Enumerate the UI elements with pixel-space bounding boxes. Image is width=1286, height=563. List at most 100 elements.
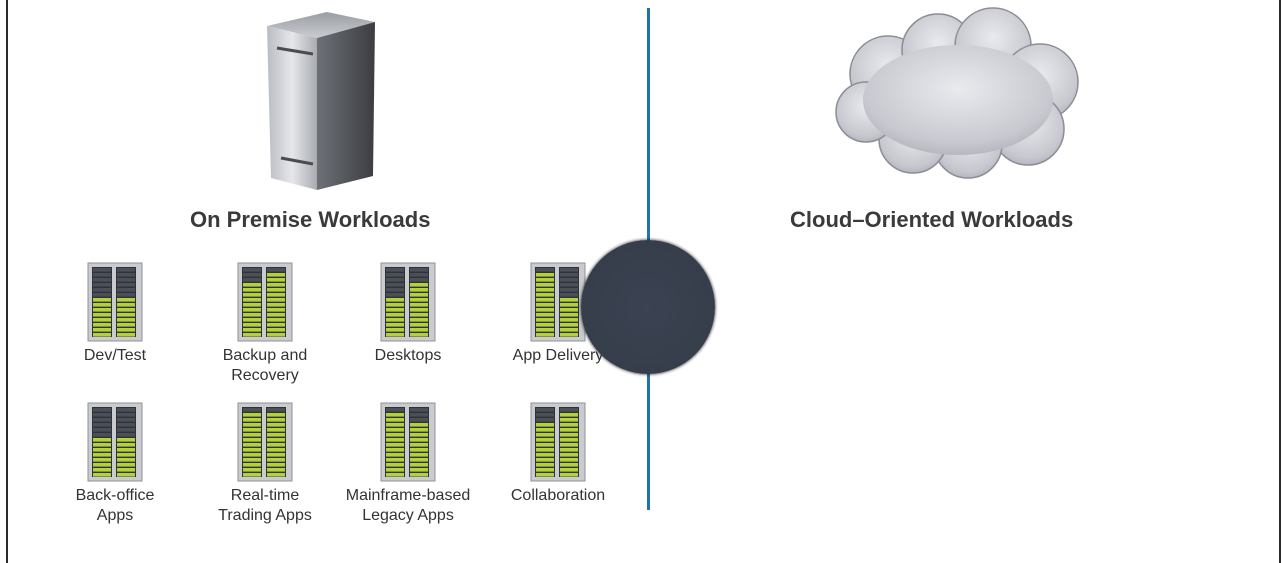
rack-slot-idle (93, 428, 111, 432)
rack-slot-idle (117, 288, 135, 292)
rack-slot-active (536, 453, 554, 457)
rack-slot-active (560, 313, 578, 317)
workload-label: Collaboration (510, 487, 606, 504)
rack-slot-active (267, 273, 285, 277)
rack-slot-active (536, 288, 554, 292)
rack-slot-active (410, 298, 428, 302)
rack-slot-active (410, 433, 428, 437)
frame-left-border (6, 0, 8, 563)
rack-slot-active (560, 453, 578, 457)
rack-slot-active (560, 333, 578, 337)
rack-slot-active (560, 318, 578, 322)
rack-slot-active (536, 473, 554, 477)
rack-slot-active (560, 423, 578, 427)
rack-slot-idle (117, 268, 135, 272)
rack-slot-active (267, 448, 285, 452)
rack-slot-idle (560, 293, 578, 297)
rack-slot-idle (560, 273, 578, 277)
rack-slot-active (243, 303, 261, 307)
rack-slot-idle (410, 418, 428, 422)
rack-slot-idle (243, 268, 261, 272)
rack-slot-active (386, 458, 404, 462)
rack-slot-active (243, 288, 261, 292)
rack-slot-idle (410, 273, 428, 277)
rack-slot-active (560, 298, 578, 302)
rack-slot-active (267, 298, 285, 302)
rack-slot-idle (93, 418, 111, 422)
rack-slot-active (243, 473, 261, 477)
rack-slot-active (560, 448, 578, 452)
rack-slot-active (536, 438, 554, 442)
rack-slot-active (267, 438, 285, 442)
rack-slot-idle (117, 423, 135, 427)
rack-slot-active (243, 453, 261, 457)
rack-slot-idle (386, 273, 404, 277)
rack-slot-active (386, 428, 404, 432)
workload-item: App Delivery (493, 262, 623, 366)
rack-slot-active (117, 333, 135, 337)
frame-right-border (1279, 0, 1281, 563)
rack-slot-idle (117, 278, 135, 282)
rack-slot-active (243, 283, 261, 287)
rack-slot-active (243, 428, 261, 432)
rack-slot-active (410, 448, 428, 452)
rack-slot-idle (267, 268, 285, 272)
server-rack-icon (530, 262, 586, 342)
rack-slot-idle (536, 413, 554, 417)
rack-slot-active (267, 278, 285, 282)
server-rack-icon (87, 262, 143, 342)
rack-slot-active (536, 433, 554, 437)
rack-slot-active (93, 453, 111, 457)
rack-slot-active (117, 438, 135, 442)
workload-label: Back-office Apps (75, 487, 155, 524)
server-rack-icon (380, 402, 436, 482)
rack-slot-active (410, 423, 428, 427)
rack-slot-active (560, 428, 578, 432)
rack-slot-active (117, 458, 135, 462)
rack-slot-active (536, 303, 554, 307)
workload-item: Collaboration (493, 402, 623, 506)
rack-slot-active (243, 413, 261, 417)
rack-slot-active (93, 473, 111, 477)
rack-slot-idle (560, 283, 578, 287)
rack-slot-active (560, 468, 578, 472)
rack-slot-idle (93, 413, 111, 417)
rack-slot-active (267, 453, 285, 457)
rack-slot-active (267, 433, 285, 437)
rack-slot-active (243, 468, 261, 472)
workload-label: Real-time Trading Apps (218, 487, 312, 524)
on-premise-heading: On Premise Workloads (190, 207, 431, 232)
rack-slot-active (93, 438, 111, 442)
rack-slot-idle (410, 413, 428, 417)
rack-slot-active (536, 468, 554, 472)
rack-slot-active (386, 463, 404, 467)
rack-slot-active (267, 333, 285, 337)
rack-slot-idle (93, 278, 111, 282)
rack-slot-active (386, 443, 404, 447)
rack-slot-active (386, 323, 404, 327)
rack-slot-active (536, 428, 554, 432)
rack-slot-active (243, 293, 261, 297)
rack-slot-active (536, 463, 554, 467)
rack-slot-active (410, 463, 428, 467)
rack-slot-active (117, 323, 135, 327)
rack-slot-active (243, 318, 261, 322)
rack-slot-idle (117, 428, 135, 432)
rack-slot-idle (560, 288, 578, 292)
rack-slot-active (93, 458, 111, 462)
rack-slot-active (410, 323, 428, 327)
rack-slot-active (536, 273, 554, 277)
rack-slot-active (536, 283, 554, 287)
rack-slot-active (560, 418, 578, 422)
rack-slot-active (267, 473, 285, 477)
rack-slot-active (536, 443, 554, 447)
rack-slot-active (93, 468, 111, 472)
rack-slot-active (386, 313, 404, 317)
server-tower-icon (267, 12, 375, 190)
workload-item: Back-office Apps (50, 402, 180, 526)
rack-slot-active (410, 473, 428, 477)
rack-slot-active (267, 428, 285, 432)
rack-slot-active (117, 468, 135, 472)
rack-slot-active (117, 473, 135, 477)
rack-slot-active (93, 303, 111, 307)
